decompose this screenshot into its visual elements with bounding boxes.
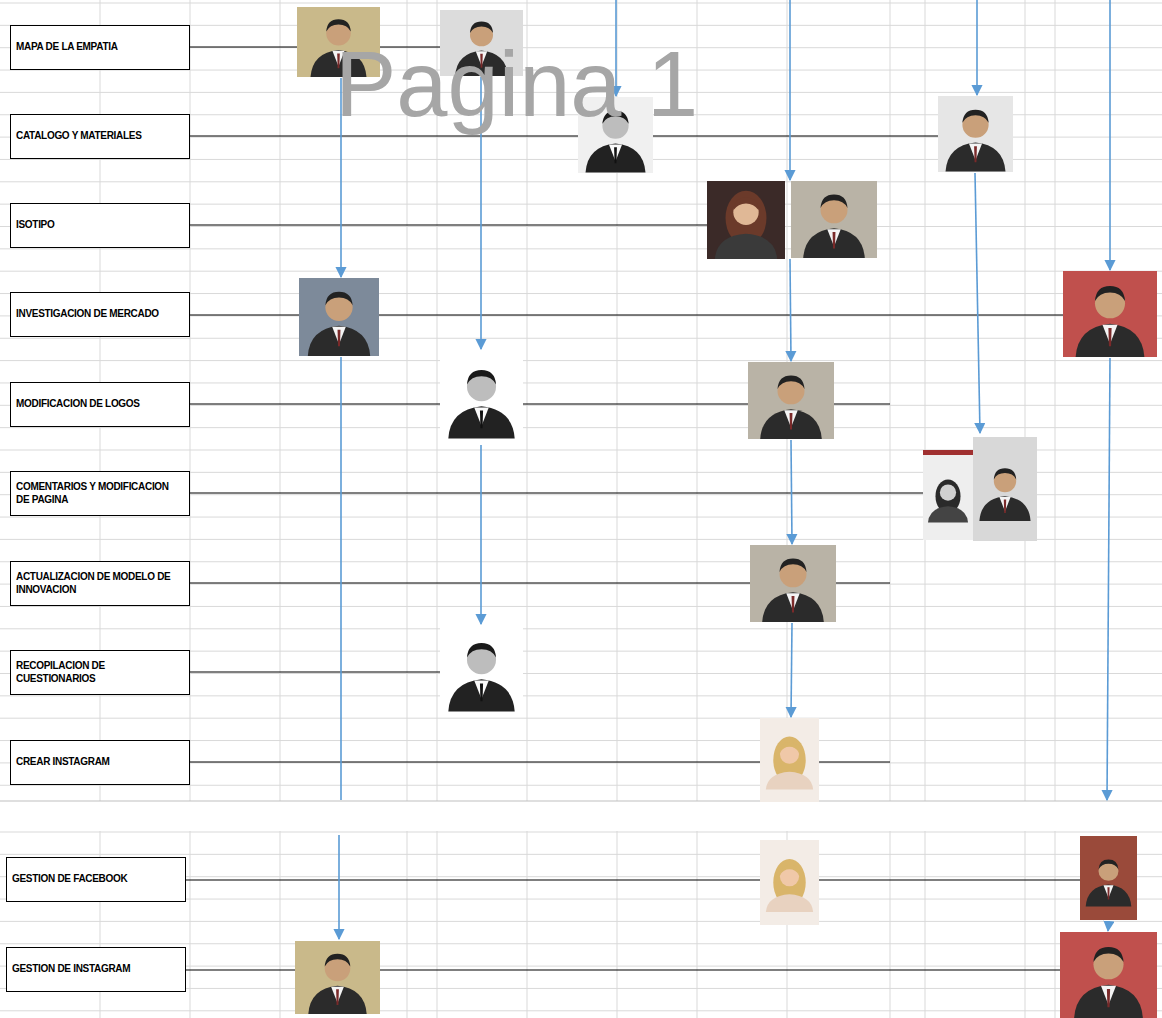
task-box: CREAR INSTAGRAM xyxy=(10,740,190,785)
grid-line xyxy=(0,248,1162,249)
task-label: MODIFICACION DE LOGOS xyxy=(16,398,140,411)
person-photo xyxy=(750,545,836,622)
person-photo xyxy=(299,278,379,356)
watermark: Pagina 1 xyxy=(335,38,698,130)
flow-arrow xyxy=(338,835,340,939)
task-label: CREAR INSTAGRAM xyxy=(16,756,110,769)
flow-arrow xyxy=(791,623,792,717)
grid-line xyxy=(0,854,1162,855)
leader-line xyxy=(190,135,938,136)
person-photo xyxy=(791,181,877,258)
grid-line xyxy=(0,271,1162,272)
person-photo xyxy=(440,350,523,444)
person-photo xyxy=(1080,836,1137,920)
grid-line xyxy=(0,3,1162,4)
grid-line xyxy=(1055,0,1056,1018)
flow-arrows xyxy=(339,0,1110,939)
task-label: ISOTIPO xyxy=(16,219,54,232)
leader-line xyxy=(190,671,440,672)
task-label: ACTUALIZACION DE MODELO DE INNOVACION xyxy=(16,571,184,596)
task-box: MAPA DE LA EMPATIA xyxy=(10,25,190,70)
person-photo xyxy=(295,941,380,1014)
grid-line xyxy=(890,0,891,1018)
page-break-line xyxy=(0,801,1162,802)
grid-line xyxy=(280,0,281,1018)
flow-arrow xyxy=(480,445,482,624)
task-box: CATALOGO Y MATERIALES xyxy=(10,114,190,159)
grid-line xyxy=(0,943,1162,944)
flow-arrow xyxy=(1108,921,1109,931)
flow-arrow xyxy=(791,440,792,544)
flow-arrow xyxy=(976,0,978,95)
grid-line xyxy=(0,338,1162,339)
person-photo xyxy=(923,450,973,540)
task-box: MODIFICACION DE LOGOS xyxy=(10,382,190,427)
person-photo xyxy=(440,625,523,715)
task-box: INVESTIGACION DE MERCADO xyxy=(10,292,190,337)
leader-line xyxy=(190,224,707,225)
person-photo xyxy=(760,718,819,802)
flow-arrow xyxy=(1109,0,1111,270)
person-photo xyxy=(1060,932,1157,1018)
leader-line xyxy=(190,492,923,493)
task-label: MAPA DE LA EMPATIA xyxy=(16,41,118,54)
grid-line xyxy=(437,0,438,1018)
grid-line xyxy=(0,695,1162,696)
grid-line xyxy=(0,606,1162,607)
task-box: GESTION DE INSTAGRAM xyxy=(6,947,186,992)
flow-arrow xyxy=(340,357,342,800)
grid-line xyxy=(697,0,698,1018)
person-photo xyxy=(707,181,785,259)
task-box: GESTION DE FACEBOOK xyxy=(6,857,186,902)
page-break xyxy=(0,801,1162,831)
task-label: RECOPILACION DE CUESTIONARIOS xyxy=(16,660,184,685)
person-photo xyxy=(748,362,834,439)
person-photo xyxy=(760,840,819,925)
grid-line xyxy=(527,0,528,1018)
person-photo xyxy=(973,437,1037,541)
task-box: ISOTIPO xyxy=(10,203,190,248)
photos xyxy=(295,7,1157,1018)
task-label: GESTION DE INSTAGRAM xyxy=(12,963,130,976)
leader-line xyxy=(186,879,1080,880)
flow-arrow xyxy=(790,259,791,361)
grid-line xyxy=(0,628,1162,629)
grid-line xyxy=(0,427,1162,428)
task-label: COMENTARIOS Y MODIFICACION DE PAGINA xyxy=(16,481,184,506)
person-photo xyxy=(938,96,1013,172)
grid-line xyxy=(0,360,1162,361)
grid-line xyxy=(0,718,1162,719)
task-box: RECOPILACION DE CUESTIONARIOS xyxy=(10,650,190,695)
task-label: CATALOGO Y MATERIALES xyxy=(16,130,142,143)
task-box: COMENTARIOS Y MODIFICACION DE PAGINA xyxy=(10,471,190,516)
grid-line xyxy=(407,0,408,1018)
task-label: INVESTIGACION DE MERCADO xyxy=(16,308,159,321)
person-photo xyxy=(1063,271,1157,357)
leader-lines xyxy=(186,47,1080,970)
flow-arrow xyxy=(1107,358,1110,800)
grid-line xyxy=(0,181,1162,182)
task-label: GESTION DE FACEBOOK xyxy=(12,873,127,886)
grid-line xyxy=(0,1010,1162,1011)
grid-line xyxy=(0,832,1162,833)
grid-line xyxy=(0,921,1162,922)
flow-arrow xyxy=(975,173,980,433)
flow-arrow xyxy=(789,0,791,180)
task-box: ACTUALIZACION DE MODELO DE INNOVACION xyxy=(10,561,190,606)
